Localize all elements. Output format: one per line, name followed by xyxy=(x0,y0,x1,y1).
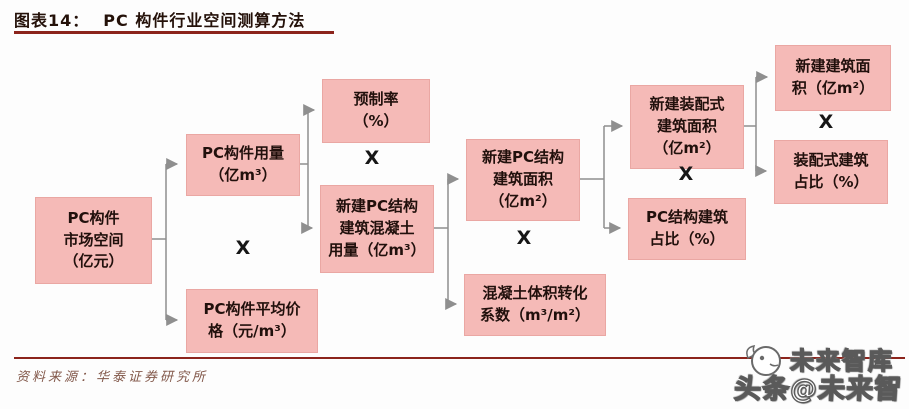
box-pc-avg-price: PC构件平均价 格（元/m³） xyxy=(186,289,318,353)
multiply-sign: X xyxy=(516,227,532,249)
box-prefab-rate: 预制率 （%） xyxy=(322,79,430,143)
box-new-pc-floor-area: 新建PC结构 建筑面积 （亿m²） xyxy=(466,139,580,221)
box-prefab-share: 装配式建筑 占比（%） xyxy=(774,140,888,204)
box-pc-structure-share: PC结构建筑 占比（%） xyxy=(628,198,746,260)
watermark-byline: 头条@未来智库 xyxy=(732,373,904,405)
watermark-logo-icon xyxy=(746,345,781,376)
watermark-brand: 未来智库 xyxy=(789,346,894,375)
box-pc-market-space: PC构件 市场空间 （亿元） xyxy=(35,197,152,284)
figure-title: PC 构件行业空间测算方法 xyxy=(103,11,306,30)
box-new-prefab-floor-area: 新建装配式 建筑面积 （亿m²） xyxy=(630,85,744,169)
source-note: 资料来源：华泰证券研究所 xyxy=(16,370,209,385)
multiply-sign: X xyxy=(364,147,380,169)
box-new-floor-area: 新建建筑面 积（亿m²） xyxy=(775,45,891,111)
figure-header: 图表14： PC 构件行业空间测算方法 xyxy=(14,7,305,31)
box-pc-component-volume: PC构件用量 （亿m³） xyxy=(186,134,300,196)
figure-tag: 图表14： xyxy=(14,11,90,30)
multiply-sign: X xyxy=(818,111,834,133)
box-new-pc-concrete-volume: 新建PC结构 建筑混凝土 用量（亿m³） xyxy=(320,185,434,273)
multiply-sign: X xyxy=(235,237,251,259)
footer-rule xyxy=(14,357,905,359)
multiply-sign: X xyxy=(678,163,694,185)
title-underline xyxy=(14,31,334,34)
box-concrete-conversion: 混凝土体积转化 系数（m³/m²） xyxy=(464,274,606,336)
